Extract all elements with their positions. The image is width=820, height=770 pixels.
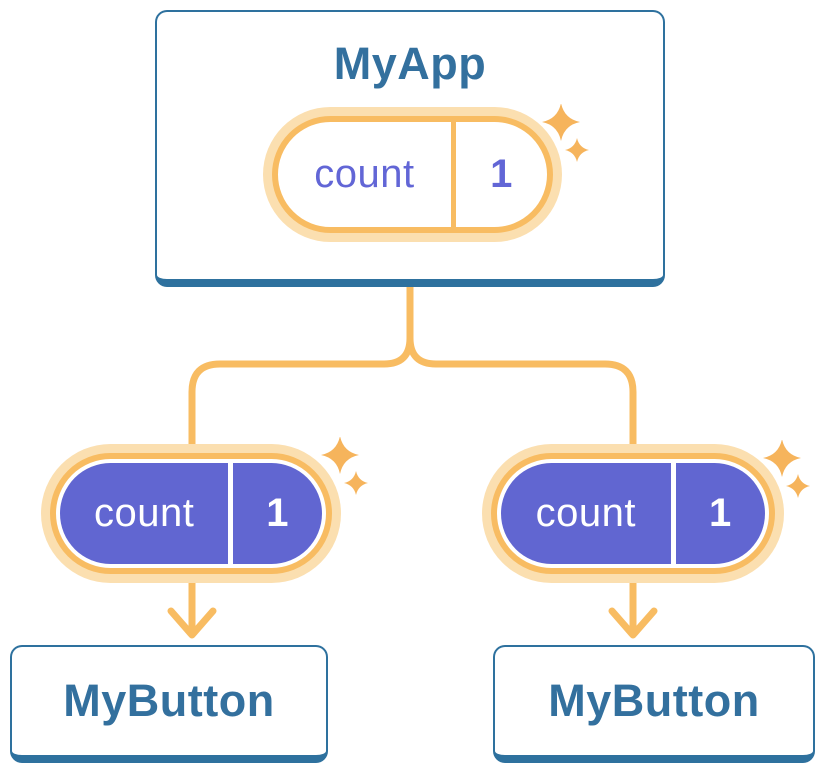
state-label: count [314,152,415,196]
component-title-child-left: MyButton [63,675,275,726]
sparkle-icon [321,437,368,495]
state-pill-parent: count 1 [272,116,553,233]
state-pill-child-left: count 1 [50,453,332,574]
component-title-child-right: MyButton [548,675,760,726]
arrow-head-right-icon [608,607,658,639]
arrow-head-left-icon [167,607,217,639]
component-title-parent: MyApp [333,38,487,89]
pill-divider [228,463,234,564]
sparkle-small-star [786,474,810,498]
pill-divider [450,122,456,227]
component-card-child-left: MyButton [10,645,328,763]
sparkle-icon [763,440,810,498]
state-capsule: count 1 [501,463,765,564]
state-value: 1 [708,491,732,535]
sparkle-small-star [344,471,368,495]
connector-right-branch [406,334,637,638]
state-label: count [535,491,637,535]
pill-divider [670,463,676,564]
sparkle-icon [542,104,589,162]
state-capsule: count 1 [60,463,322,564]
state-value: 1 [490,152,513,196]
state-pill-child-right: count 1 [491,453,775,574]
sparkle-small-star [565,138,589,162]
state-value: 1 [266,491,290,535]
state-label: count [94,491,195,535]
sparkle-large-star [321,437,359,474]
sparkle-large-star [542,104,580,141]
component-card-child-right: MyButton [493,645,815,763]
sparkle-large-star [763,440,801,477]
